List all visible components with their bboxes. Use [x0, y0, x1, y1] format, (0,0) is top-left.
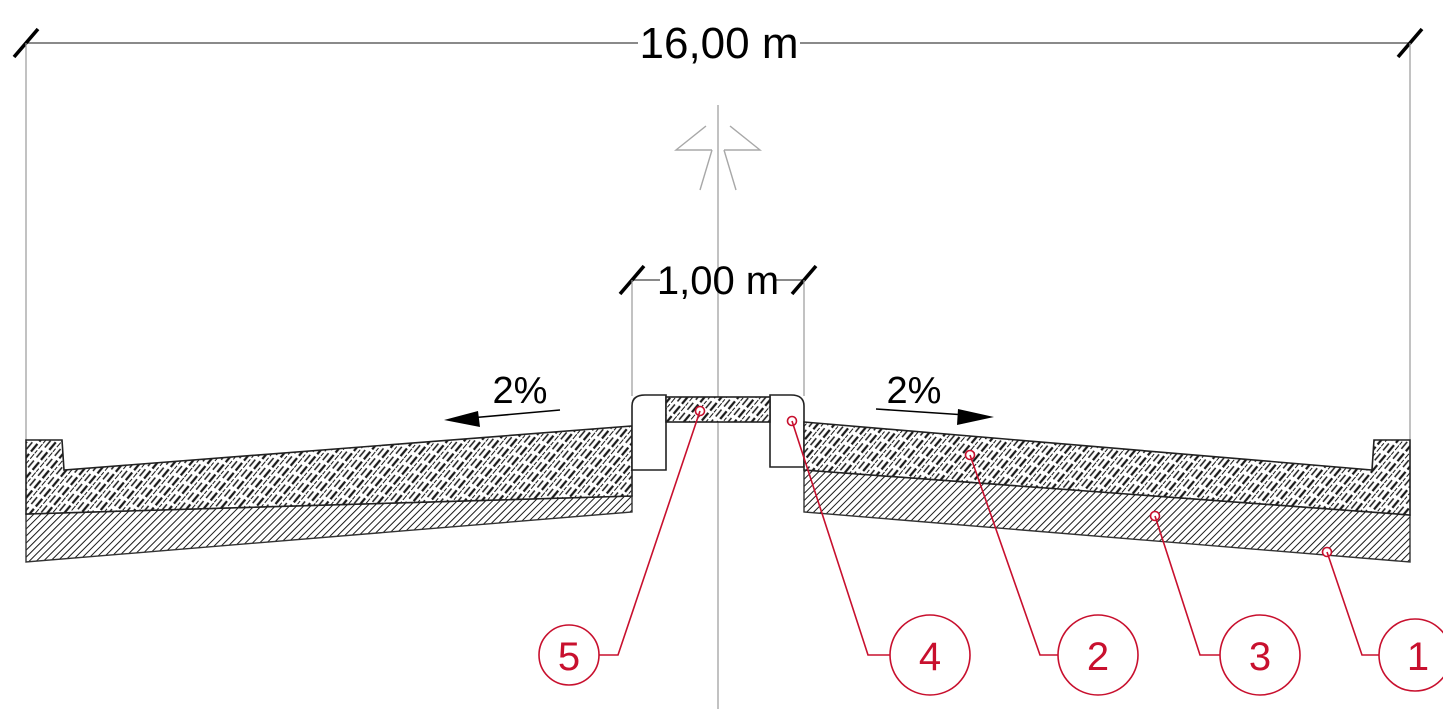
slope-left-arrow-icon [444, 411, 480, 427]
right-carriageway [803, 421, 1411, 563]
callout-2: 2 [964, 449, 1139, 696]
callout-2-label: 2 [1087, 635, 1109, 679]
callout-4-leader [791, 420, 890, 656]
axis-symmetry-icon [674, 125, 762, 191]
median-dimension: 1,00 m [618, 259, 818, 396]
slope-right-label: 2% [887, 370, 942, 412]
right-median-curb [769, 394, 805, 468]
callout-3: 3 [1149, 510, 1301, 696]
slope-right-arrow-icon [957, 409, 994, 425]
callout-3-bubble [1219, 614, 1301, 696]
right-wearing-course [803, 421, 1411, 516]
slope-left-arrow-shaft [469, 409, 561, 419]
slope-left: 2% [444, 370, 561, 427]
slope-right-arrow-shaft [875, 408, 967, 416]
callout-3-leader [1154, 515, 1220, 656]
callout-4-bubble [889, 614, 971, 696]
callout-3-label: 3 [1249, 635, 1271, 679]
callout-5: 5 [538, 405, 706, 686]
callouts: 5 4 2 3 1 [538, 405, 1443, 696]
callout-2-leader [969, 454, 1058, 656]
callout-5-label: 5 [558, 635, 580, 679]
callout-1-label: 1 [1407, 635, 1429, 679]
callout-4: 4 [786, 415, 971, 696]
callout-1-bubble [1378, 618, 1443, 692]
overall-width-label: 16,00 m [640, 19, 799, 68]
callout-2-bubble [1057, 614, 1139, 696]
callout-4-label: 4 [919, 635, 941, 679]
slope-right: 2% [875, 370, 994, 425]
left-median-curb [631, 394, 667, 471]
callout-5-leader [598, 410, 701, 656]
callout-5-bubble [538, 624, 600, 686]
callout-1: 1 [1321, 546, 1443, 692]
overall-dimension: 16,00 m [12, 19, 1424, 440]
median-fill [665, 396, 771, 423]
median [631, 394, 805, 471]
left-carriageway [25, 425, 633, 563]
callout-1-leader [1326, 551, 1380, 656]
slope-left-label: 2% [493, 370, 548, 412]
median-width-label: 1,00 m [657, 259, 779, 303]
